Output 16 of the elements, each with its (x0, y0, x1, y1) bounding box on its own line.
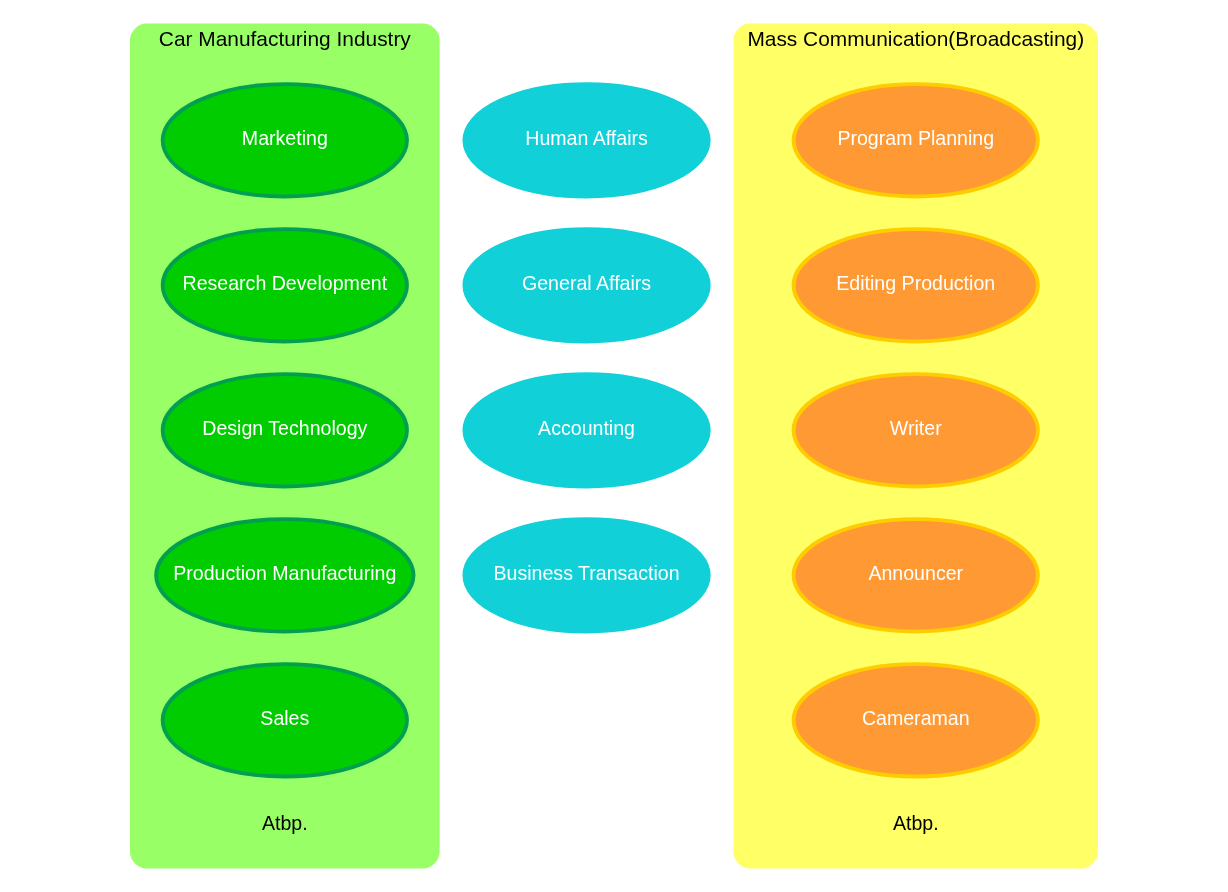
node-ellipse: Editing Production (791, 227, 1040, 344)
label: Atbp. (892, 812, 939, 835)
label: Atbp. (261, 812, 308, 835)
node-ellipse: Program Planning (791, 82, 1040, 199)
node-ellipse: Accounting (462, 372, 711, 489)
node-ellipse: Production Manufacturing (154, 517, 416, 634)
node-ellipse: Writer (791, 372, 1040, 489)
node-ellipse: Business Transaction (462, 517, 711, 634)
node-ellipse: Marketing (160, 82, 409, 199)
node-ellipse: Announcer (791, 517, 1040, 634)
node-ellipse: Human Affairs (462, 82, 711, 199)
node-ellipse: Design Technology (160, 372, 409, 489)
node-ellipse: General Affairs (462, 227, 711, 344)
node-ellipse: Sales (160, 662, 409, 779)
node-ellipse: Research Development (160, 227, 409, 344)
node-ellipse: Cameraman (791, 662, 1040, 779)
